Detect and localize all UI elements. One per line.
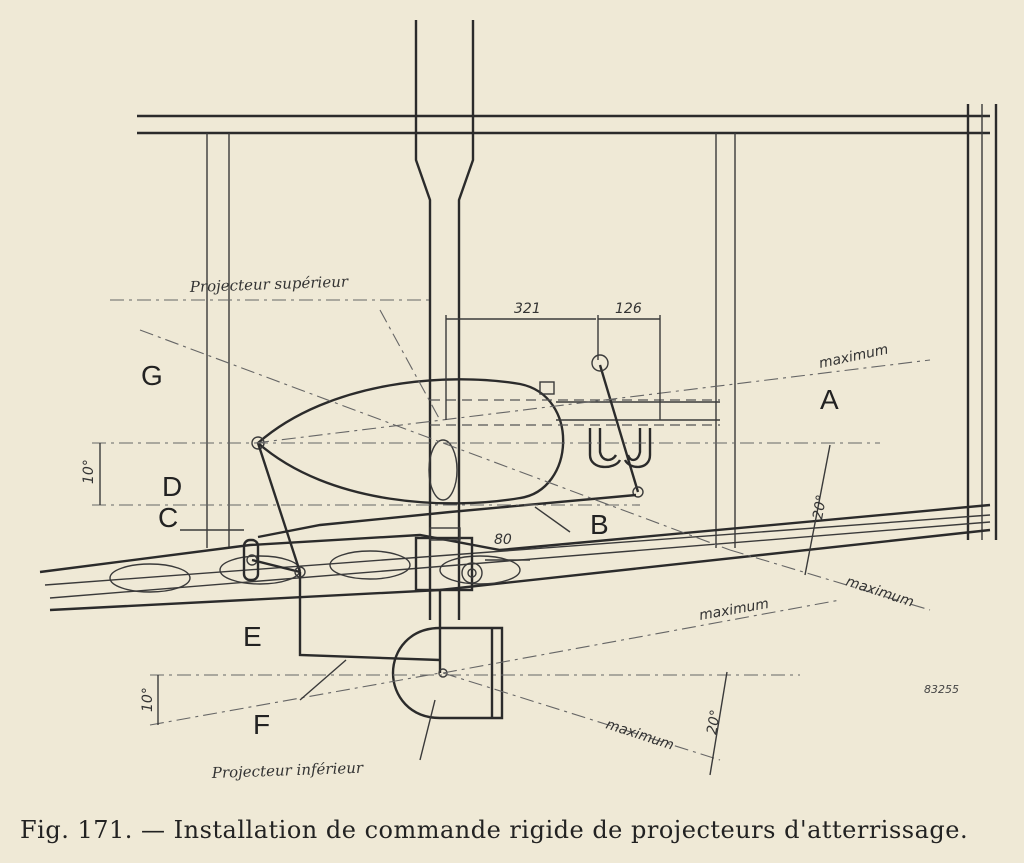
label-B: B: [590, 509, 609, 540]
angle-10-upper: 10°: [81, 459, 97, 484]
vertical-strut: [414, 20, 475, 620]
figure-caption: Fig. 171. — Installation de commande rig…: [20, 816, 968, 844]
projecteur-superieur-text: Projecteur supérieur: [189, 272, 350, 296]
label-A: A: [820, 384, 839, 415]
leader-lines: [299, 506, 571, 761]
lower-wing: [39, 503, 991, 612]
maximum-upper: maximum: [818, 342, 890, 372]
construction-lines: [92, 299, 931, 761]
lower-projector: [391, 590, 504, 720]
control-rod: [256, 442, 637, 662]
dimension-321: 321: [514, 301, 541, 317]
angle-20-lower: 20°: [704, 708, 724, 735]
dimension-126: 126: [615, 301, 642, 317]
upper-mount: [430, 354, 720, 498]
label-D: D: [162, 471, 182, 502]
dimension-80: 80: [494, 532, 512, 548]
angle-10-lower: 10°: [140, 687, 156, 712]
maximum-bottom: maximum: [604, 717, 676, 754]
joint-mechanism: [242, 527, 483, 592]
dimension-lines: [99, 315, 831, 776]
maximum-lower: maximum: [698, 596, 770, 624]
stamp-number: 83255: [924, 683, 959, 696]
label-F: F: [253, 709, 270, 740]
label-E: E: [243, 621, 262, 652]
projecteur-inferieur-text: Projecteur inférieur: [211, 759, 365, 782]
maximum-right: maximum: [844, 574, 916, 611]
label-G: G: [141, 360, 163, 391]
upper-projector: [251, 378, 565, 505]
wing-structure: [137, 104, 998, 548]
angle-20-upper: 20°: [810, 493, 830, 520]
label-C: C: [158, 502, 178, 533]
